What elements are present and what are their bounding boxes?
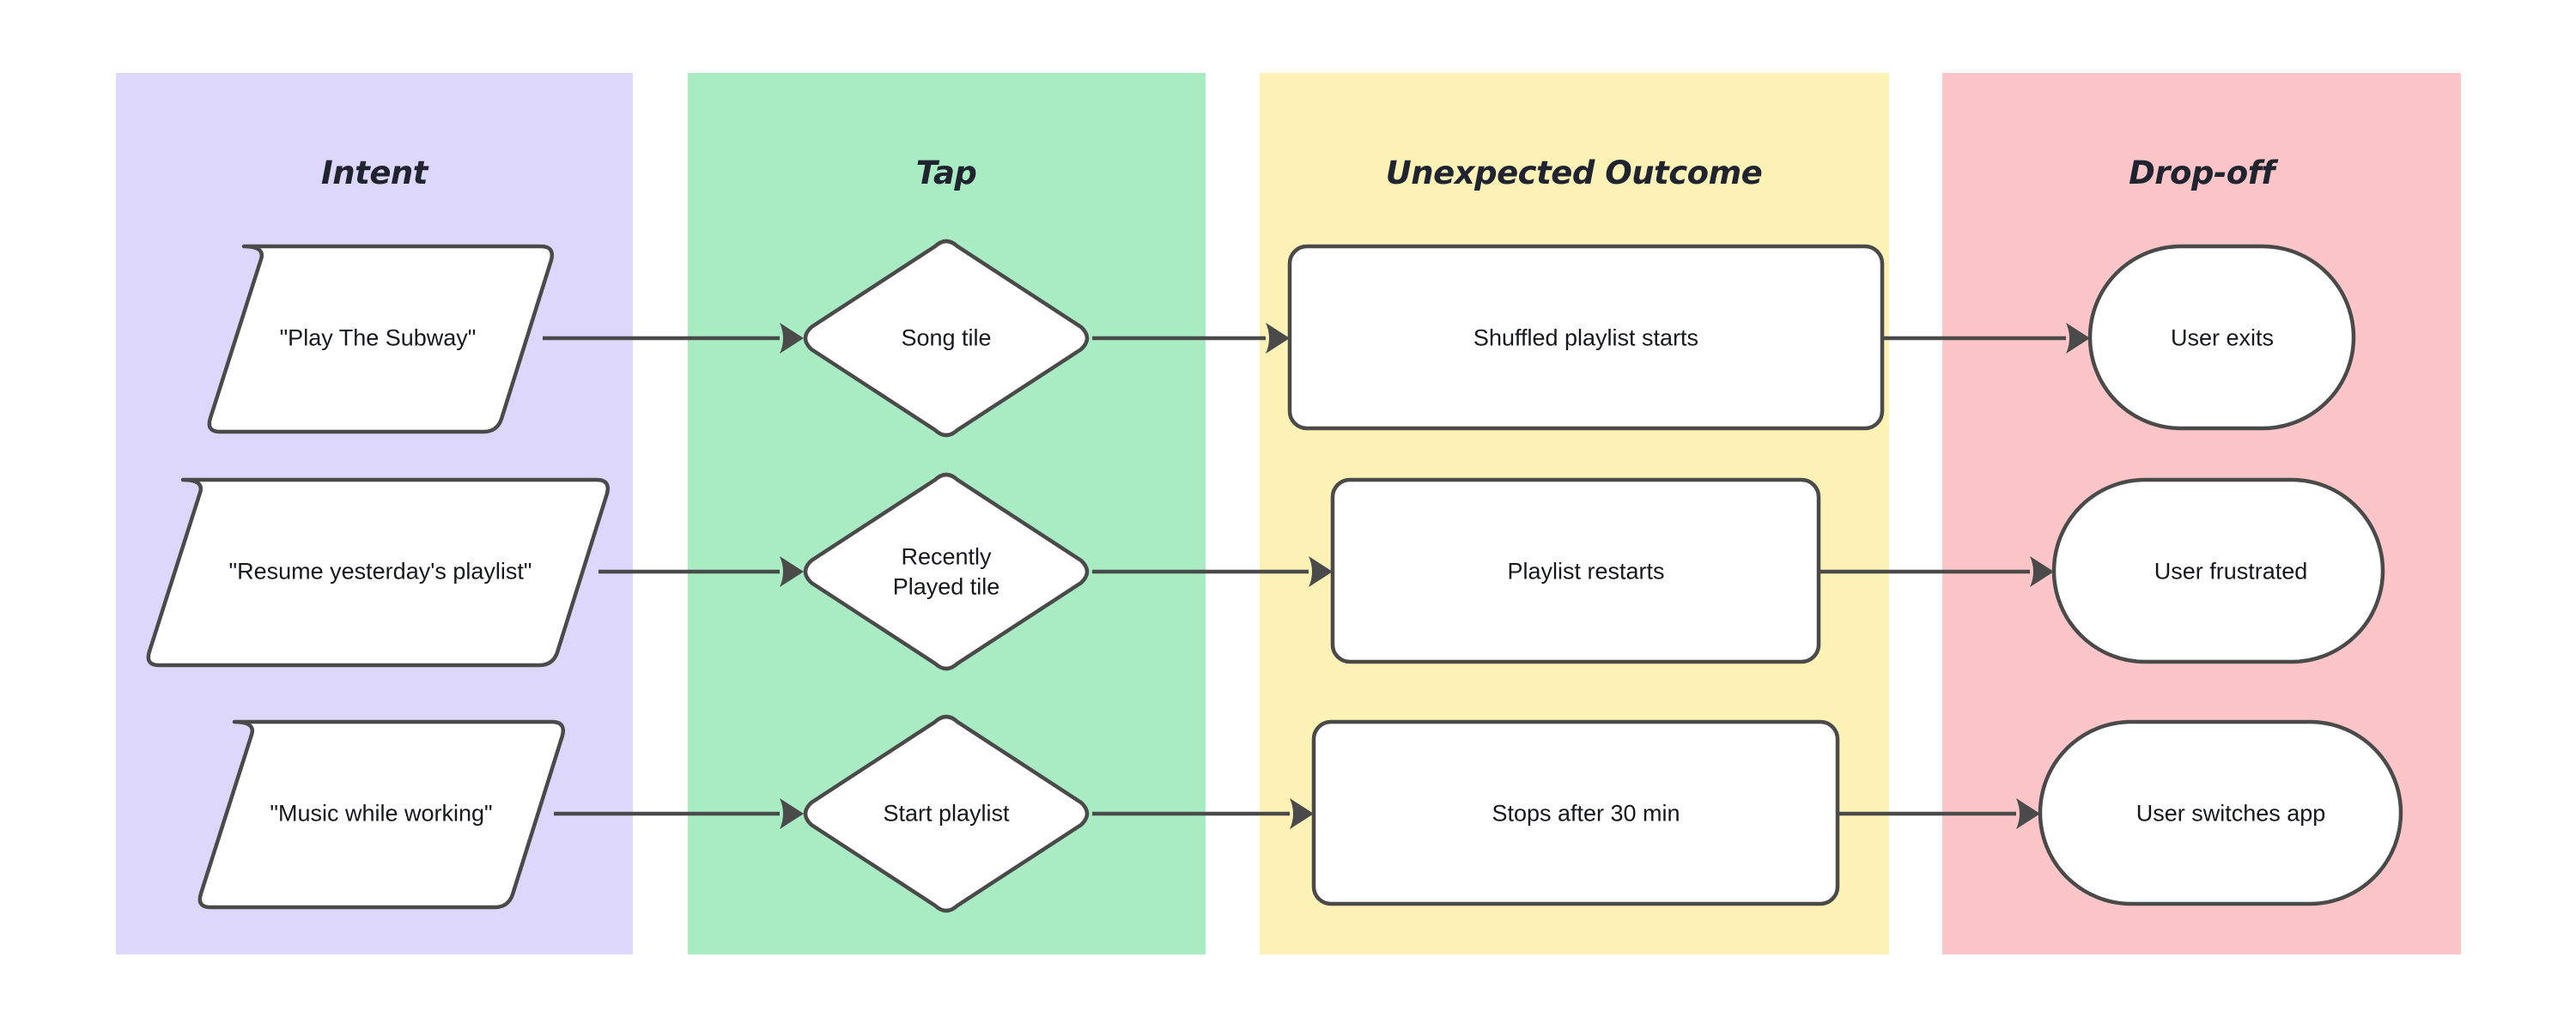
node-shape-row1-intent[interactable] [207,244,554,434]
node-shape-row2-dropoff[interactable] [2051,477,2385,664]
edge-row2-outcome-to-dropoff [1819,556,2054,587]
node-shape-row1-tap[interactable] [803,239,1090,438]
node-shape-row2-tap[interactable] [803,472,1090,671]
node-shape-row3-intent[interactable] [197,719,565,910]
edge-row2-intent-to-tap [598,556,804,587]
edge-row1-intent-to-tap [543,323,804,354]
lane-title-intent: Intent [321,154,428,191]
edge-row3-tap-to-outcome [1092,798,1314,829]
node-shape-row3-outcome[interactable] [1311,719,1840,906]
edge-row3-outcome-to-dropoff [1838,798,2040,829]
node-shape-row1-outcome[interactable] [1287,244,1885,431]
edge-row3-intent-to-tap [554,798,804,829]
node-shape-row1-dropoff[interactable] [2087,244,2356,431]
node-shape-row2-intent[interactable] [146,477,610,668]
node-shape-row2-outcome[interactable] [1330,477,1821,664]
lane-title-dropoff: Drop-off [2129,154,2275,191]
node-shape-row3-dropoff[interactable] [2038,719,2403,906]
lane-title-tap: Tap [915,154,977,191]
edge-row1-outcome-to-dropoff [1882,323,2090,354]
edge-row2-tap-to-outcome [1092,556,1333,587]
node-shape-row3-tap[interactable] [803,714,1090,913]
edge-row1-tap-to-outcome [1092,323,1290,354]
lane-title-outcome: Unexpected Outcome [1385,154,1763,191]
